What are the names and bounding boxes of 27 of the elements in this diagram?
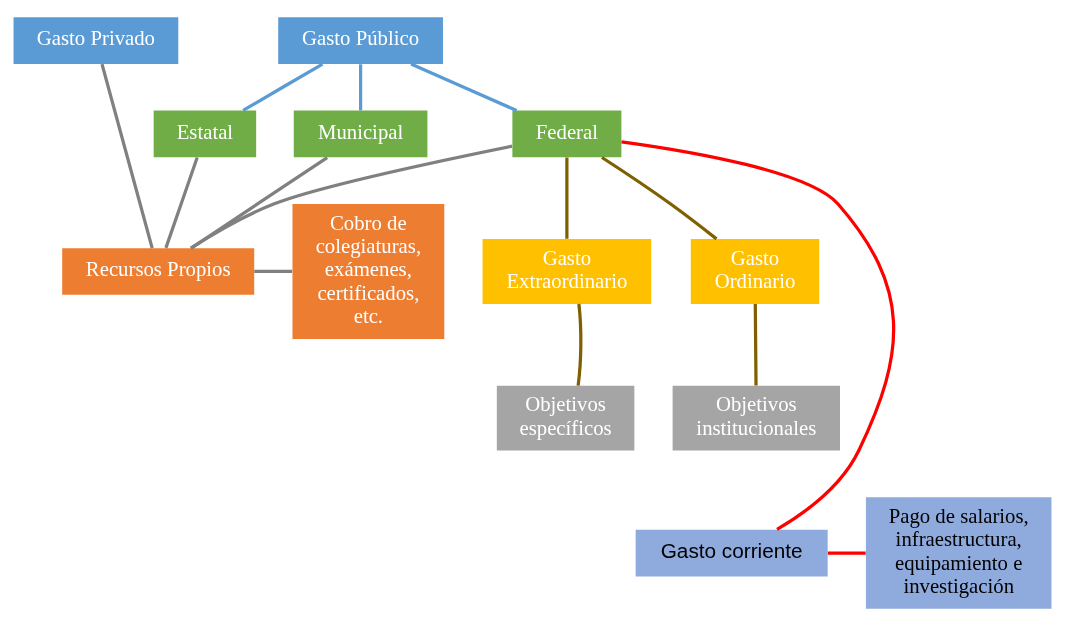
connector bbox=[565, 157, 569, 239]
node-box: Gasto corriente bbox=[635, 529, 828, 576]
node-box: Objetivos específicos bbox=[496, 385, 635, 451]
connector bbox=[164, 156, 199, 248]
connector bbox=[410, 62, 518, 112]
connector bbox=[358, 63, 363, 110]
node-box: Objetivos institucionales bbox=[672, 385, 840, 451]
connector bbox=[242, 62, 324, 112]
node-box: Estatal bbox=[153, 110, 257, 157]
connector bbox=[576, 303, 583, 386]
connector bbox=[827, 550, 866, 555]
node-box: Federal bbox=[512, 110, 622, 157]
node-box: Municipal bbox=[293, 110, 428, 157]
node-box: Gasto Privado bbox=[13, 16, 179, 64]
node-box: Cobro de colegiaturas, exámenes, certificados, etc. bbox=[292, 203, 445, 339]
connector bbox=[189, 144, 513, 249]
node-box: Recursos Propios bbox=[62, 247, 255, 295]
connector bbox=[100, 63, 154, 249]
connector bbox=[753, 303, 758, 386]
connector bbox=[190, 155, 329, 249]
node-box: Gasto Extraordinario bbox=[482, 238, 652, 304]
node-box: Gasto Ordinario bbox=[690, 238, 820, 304]
connector bbox=[621, 139, 896, 531]
node-box: Gasto Público bbox=[278, 16, 443, 64]
connector bbox=[254, 269, 293, 273]
connector bbox=[601, 155, 718, 240]
node-box: Pago de salarios, infraestructura, equipamiento e investigación bbox=[865, 496, 1052, 609]
